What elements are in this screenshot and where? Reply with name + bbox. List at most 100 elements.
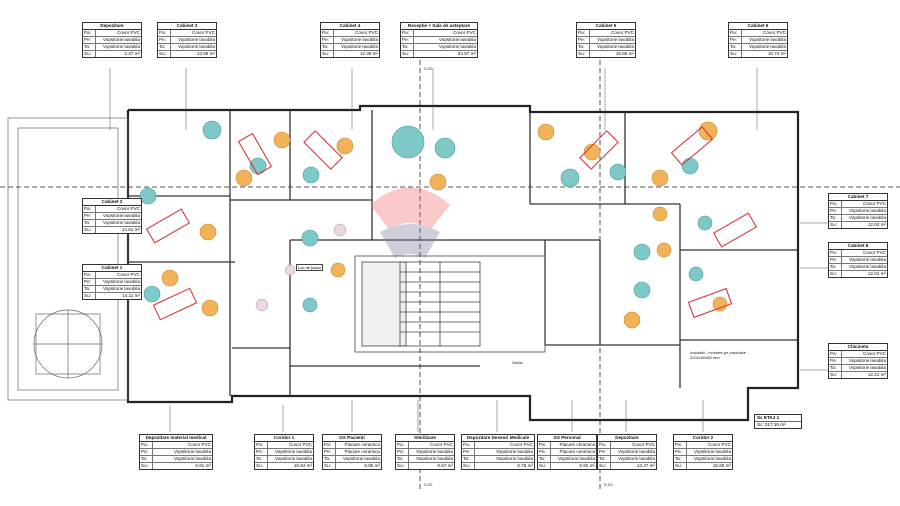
room-legend-row-su: Su: 14.61 m² [83, 227, 141, 233]
room-legend-row-pe: Pe:Vopsitorie lavabila [674, 449, 732, 456]
room-legend-value: Covor PVC [763, 30, 786, 35]
room-legend-value: Covor PVC [117, 30, 140, 35]
teal-markers [139, 120, 713, 313]
room-legend-row-ta: Ta:Vopsitorie lavabila [158, 44, 216, 51]
room-legend-key: Pa: [323, 442, 336, 448]
room-legend-key: Ta: [83, 44, 96, 50]
room-legend-key: Pe: [396, 449, 409, 455]
room-legend-row-pe: Pe:Vopsitorie lavabila [321, 37, 379, 44]
room-legend-value: 12.38 m² [359, 51, 378, 56]
room-legend-row-su: Su:13.96 m² [158, 51, 216, 57]
room-legend-title: Depozitare [598, 435, 656, 442]
room-legend-key: Su: [83, 227, 96, 233]
room-legend-row-pa: Pa:Covor PVC [321, 30, 379, 37]
room-legend-value: Vopsitorie lavabila [177, 37, 215, 42]
room-legend-value: Vopsitorie lavabila [102, 37, 140, 42]
room-legend-key: Pe: [323, 449, 336, 455]
room-legend-value: Vopsitorie lavabila [274, 449, 312, 454]
room-legend-row-su: Su:15.85 m² [577, 51, 635, 57]
room-legend-row-pe: Pe:Vopsitorie lavabila [729, 37, 787, 44]
room-legend-value: Vopsitorie lavabila [617, 449, 655, 454]
room-legend-value: Covor PVC [632, 442, 655, 447]
room-legend-title: Cabinet 2 [83, 199, 141, 206]
room-legend-title: Depozitare Deseuri Medicale [462, 435, 534, 442]
room-legend-value: 14.61 m² [121, 227, 140, 232]
room-legend-value: 15.94 m² [293, 463, 312, 468]
dental-chairs [145, 126, 758, 321]
room-legend-key: Ta: [83, 286, 96, 292]
room-legend-key: Pa: [140, 442, 153, 448]
room-legend-value: Vopsitorie lavabila [617, 456, 655, 461]
room-legend-key: Ta: [158, 44, 171, 50]
room-legend-row-su: Su:15.94 m² [255, 463, 313, 469]
floor-total-value: Sc: 317.15 m² [757, 422, 786, 427]
room-legend-row-su: Su:12.21 m² [829, 372, 887, 378]
room-legend-row-pa: Pa:Covor PVC [674, 442, 732, 449]
room-legend-row-pa: Pa:Covor PVC [83, 30, 141, 37]
room-legend-value: 13.47 m² [636, 463, 655, 468]
room-legend-row-pa: Pa:Covor PVC [140, 442, 212, 449]
room-legend-row-su: Su:12.04 m² [829, 271, 887, 277]
room-legend-value: 12.21 m² [867, 372, 886, 377]
room-legend-key: Pe: [674, 449, 687, 455]
room-legend-value: Covor PVC [863, 250, 886, 255]
room-legend-key: Pa: [158, 30, 171, 36]
room-legend-value: 5.92 m² [579, 463, 595, 468]
stair-note: Sertar [512, 360, 523, 365]
room-legend-title: GS Personal [538, 435, 596, 442]
room-legend-row-pe: Pe: Vopsitorie lavabila [158, 37, 216, 44]
room-legend-value: Vopsitorie lavabila [596, 37, 634, 42]
room-legend-row-ta: Ta: Vopsitorie lavabila [83, 286, 141, 293]
leader-lines [109, 68, 828, 432]
room-legend-key: Su: [158, 51, 171, 57]
room-legend-value: Vopsitorie lavabila [438, 44, 476, 49]
room-legend-key: Pe: [598, 449, 611, 455]
room-legend-value: Vopsitorie lavabila [415, 449, 453, 454]
room-legend-title: Sterilizare [396, 435, 454, 442]
kitchen-note: Instalatii - montate pe pardosire - 200x… [690, 350, 749, 360]
room-legend-row-pe: Pe:Vopsitorie lavabila [83, 37, 141, 44]
room-legend-value: Vopsitorie lavabila [274, 456, 312, 461]
room-legend-row-pe: Pe:Vopsitorie lavabila [83, 213, 141, 220]
room-legend-row-ta: Ta:Vopsitorie lavabila [140, 456, 212, 463]
room-legend-key: Ta: [321, 44, 334, 50]
room-legend-key: Pe: [538, 449, 551, 455]
room-legend-row-pe: Pe:Vopsitorie lavabila [83, 279, 141, 286]
room-legend-key: Ta: [829, 365, 842, 371]
room-legend-key: Ta: [829, 264, 842, 270]
room-legend-title: Coridor 1 [255, 435, 313, 442]
room-legend-title: Coridor 2 [674, 435, 732, 442]
room-legend-value: Vopsitorie lavabila [102, 286, 140, 291]
room-legend-title: Chicineta [829, 344, 887, 351]
room-legend-key: Pe: [140, 449, 153, 455]
room-legend-title: Cabinet 6 [729, 23, 787, 30]
room-legend-value: 15.69 m² [712, 463, 731, 468]
section-label-top: S-02 [424, 66, 433, 71]
room-legend-key: Pe: [321, 37, 334, 43]
room-legend-row-su: Su:18.74 m² [729, 51, 787, 57]
room-legend-key: Pe: [401, 37, 414, 43]
room-legend-value: Vopsitorie lavabila [848, 257, 886, 262]
room-legend-value: Vopsitorie lavabila [102, 213, 140, 218]
room-legend-key: Pe: [158, 37, 171, 43]
room-legend-row-pa: Pa:Covor PVC [83, 206, 141, 213]
room-legend-value: Placare ceramica [559, 449, 596, 454]
room-legend-key: Su: [83, 293, 96, 299]
room-legend-key: Pe: [829, 257, 842, 263]
room-legend-row-su: Su:12.02 m² [829, 222, 887, 228]
room-legend-row-pe: Pe:Vopsitorie lavabila [829, 208, 887, 215]
room-legend-title: Cabinet 7 [829, 194, 887, 201]
room-legend-title: Cabinet 4 [321, 23, 379, 30]
room-legend-key: Su: [674, 463, 687, 469]
floor-total-table: Sc ETAJ 1 Sc: 317.15 m² [754, 414, 802, 429]
